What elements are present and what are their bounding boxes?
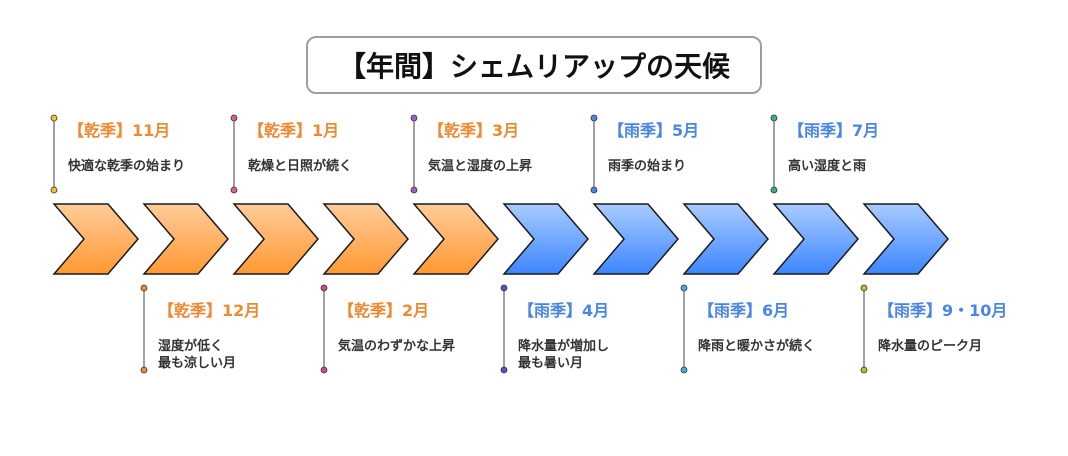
pin-dot-1-start xyxy=(140,284,148,292)
season-label: 【乾季】12月 xyxy=(158,301,261,320)
pin-dot-2-start xyxy=(230,114,238,122)
season-label: 【乾季】11月 xyxy=(68,121,171,140)
diagram-title: 【年間】シェムリアップの天候 xyxy=(306,36,762,94)
chevron-step-6 xyxy=(592,203,679,275)
season-label: 【雨季】6月 xyxy=(698,301,790,320)
season-label: 【雨季】7月 xyxy=(788,121,880,140)
pin-dot-2-end xyxy=(230,186,238,194)
chevron-step-0 xyxy=(52,203,139,275)
description-line: 降水量のピーク月 xyxy=(878,339,983,354)
season-label: 【乾季】3月 xyxy=(428,121,520,140)
season-label: 【乾季】1月 xyxy=(248,121,340,140)
chevron-step-2 xyxy=(232,203,319,275)
pin-dot-0-start xyxy=(50,114,58,122)
pin-dot-9-end xyxy=(860,366,868,374)
pin-dot-5-start xyxy=(500,284,508,292)
pin-dot-5-end xyxy=(500,366,508,374)
description-line: 快適な乾季の始まり xyxy=(68,159,186,174)
description-line: 最も涼しい月 xyxy=(158,356,237,371)
chevron-step-3 xyxy=(322,203,409,275)
description-line: 降水量が増加し xyxy=(518,339,610,354)
description-line: 雨季の始まり xyxy=(608,159,687,174)
chevron-step-1 xyxy=(142,203,229,275)
pin-dot-7-start xyxy=(680,284,688,292)
pin-dot-4-start xyxy=(410,114,418,122)
pin-dot-8-end xyxy=(770,186,778,194)
season-label: 【雨季】4月 xyxy=(518,301,610,320)
description-line: 気温のわずかな上昇 xyxy=(338,339,456,354)
pin-dot-7-end xyxy=(680,366,688,374)
chevron-step-9 xyxy=(862,203,949,275)
description-line: 最も暑い月 xyxy=(518,356,584,371)
pin-dot-0-end xyxy=(50,186,58,194)
season-label: 【雨季】9・10月 xyxy=(878,301,1008,320)
pin-dot-3-start xyxy=(320,284,328,292)
description-line: 湿度が低く xyxy=(158,339,224,354)
pin-dot-8-start xyxy=(770,114,778,122)
description-line: 気温と湿度の上昇 xyxy=(428,159,533,174)
season-label: 【雨季】5月 xyxy=(608,121,700,140)
chevron-step-4 xyxy=(412,203,499,275)
pin-dot-9-start xyxy=(860,284,868,292)
pin-dot-4-end xyxy=(410,186,418,194)
description-line: 乾燥と日照が続く xyxy=(248,159,353,174)
pin-dot-1-end xyxy=(140,366,148,374)
chevron-step-5 xyxy=(502,203,589,275)
chevron-step-8 xyxy=(772,203,859,275)
pin-dot-6-start xyxy=(590,114,598,122)
pin-dot-6-end xyxy=(590,186,598,194)
season-label: 【乾季】2月 xyxy=(338,301,430,320)
description-line: 降雨と暖かさが続く xyxy=(698,339,816,354)
pin-dot-3-end xyxy=(320,366,328,374)
description-line: 高い湿度と雨 xyxy=(788,159,867,174)
chevron-step-7 xyxy=(682,203,769,275)
